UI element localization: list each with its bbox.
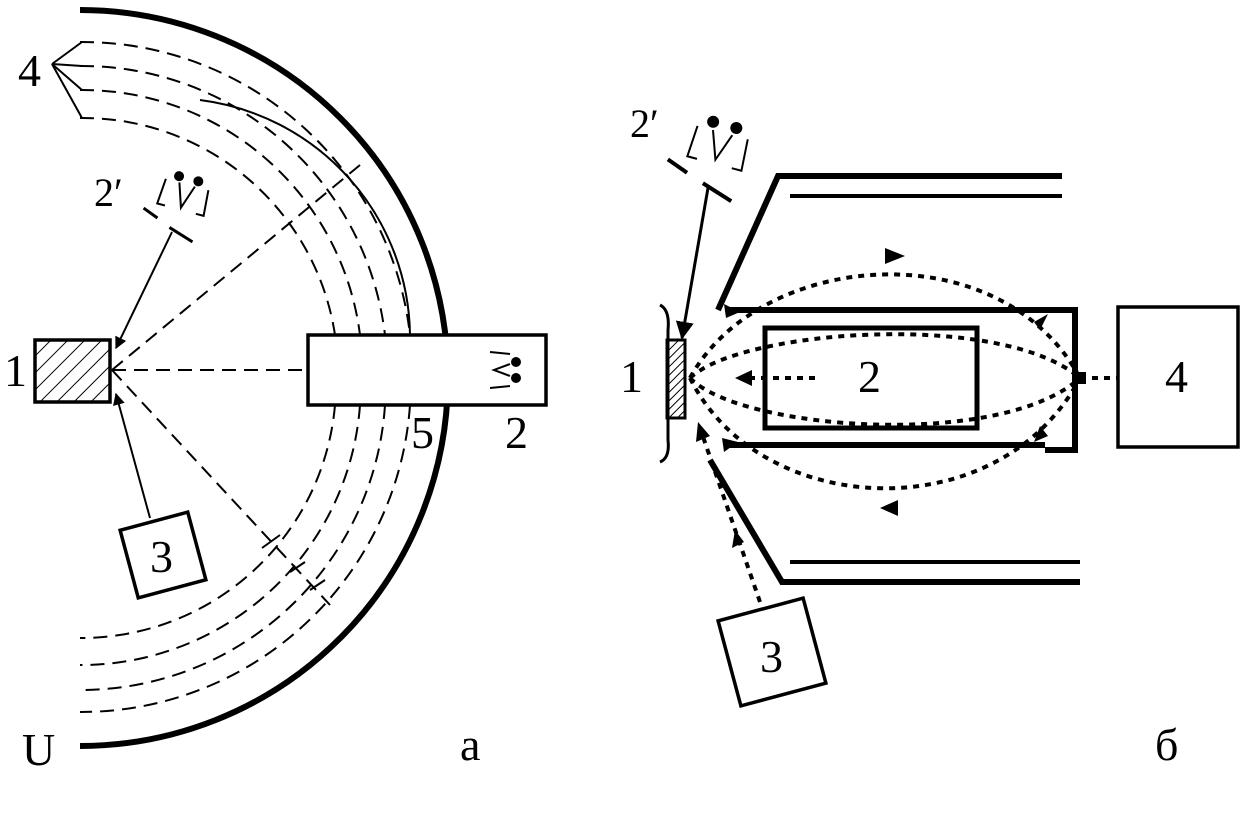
trajectory-arc-3b [79,404,361,667]
radial-line-lower [111,369,331,606]
label-4-pointers [51,41,83,119]
label-2-b: 2 [858,351,881,402]
source-arrowhead-b [696,422,710,442]
trajectory-arc-4 [79,116,336,336]
label-2-a: 2 [505,407,528,458]
source-to-sample-b [698,427,762,603]
detector-prime-arrow-b [675,187,710,340]
trajectory-arrowhead [722,438,738,452]
label-U: U [22,724,55,775]
label-4-b: 4 [1165,351,1188,402]
detector-prime-symbol-a [142,171,210,244]
diagram-a: 4 2′ 1 5 2 3 U а [4,7,548,775]
lower-outer-electrode [707,458,1080,585]
tick-mark [309,579,326,591]
detector4-connector [1076,372,1086,384]
source-box-a [117,509,209,601]
box2-arrowhead [735,370,752,386]
trajectory-outer-lower [688,377,1082,491]
label-3-a: 3 [150,531,173,582]
sample-box-a [33,338,112,404]
caption-a: а [460,719,480,770]
trajectory-inner-lower [688,376,1082,427]
radial-line-upper [111,164,361,371]
label-3-b: 3 [760,631,783,682]
trajectory-arc-2 [79,64,386,336]
tick-mark [261,534,281,549]
detector-symbol-a [489,351,521,389]
label-1-b: 1 [620,351,643,402]
trajectory-arc-2b [79,404,386,692]
detector-box-b [1116,305,1240,449]
trajectory-arrowhead [1034,314,1048,330]
diagram-b: 2′ 1 2 4 3 б [620,101,1240,770]
sample-box-b [665,338,687,420]
label-1-a: 1 [4,345,27,396]
detector-prime-symbol-b [666,115,749,203]
label-4-a: 4 [18,45,41,96]
trajectory-arc-4b [79,404,336,640]
detector-box-a [306,333,548,407]
trajectory-arrowhead [1034,426,1048,442]
source-arrow-a [113,392,151,519]
caption-b: б [1155,719,1178,770]
label-5-a: 5 [411,407,434,458]
label-2prime-b: 2′ [630,101,659,146]
trajectory-arc-1b [79,404,411,714]
label-2prime-a: 2′ [94,170,123,215]
detector-prime-arrow-a [115,231,173,350]
trajectory-arc-3 [79,88,361,336]
upper-outer-electrode [715,173,1062,312]
trajectory-arrowhead [880,500,898,516]
trajectory-arrowhead [724,304,740,318]
source-box-b [715,595,829,709]
trajectory-arrowhead [885,248,905,264]
source-mid-arrowhead-b [732,530,744,548]
trajectory-arc-1 [79,40,411,336]
tick-mark [289,561,306,573]
inner-cylinder-upper [730,307,1078,453]
